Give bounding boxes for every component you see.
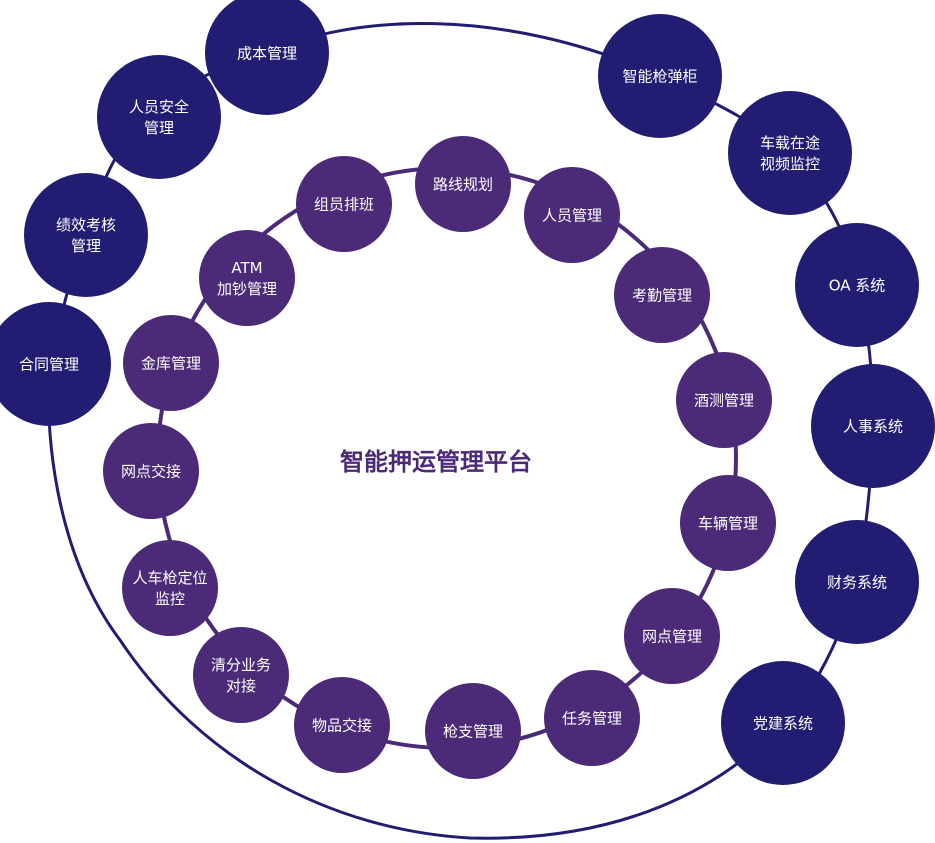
- inner-node-label: 枪支管理: [443, 722, 503, 740]
- inner-node-circle: [676, 352, 772, 448]
- outer-left-node-label: 绩效考核: [56, 216, 116, 234]
- inner-node-circle: [544, 670, 640, 766]
- outer-right-node-label: 财务系统: [827, 573, 887, 591]
- outer-left-node-circle: [97, 55, 221, 179]
- inner-node-label: ATM: [231, 259, 262, 277]
- outer-left-node-label: 合同管理: [19, 355, 79, 373]
- inner-node-label: 车辆管理: [698, 514, 758, 532]
- inner-node-3[interactable]: 酒测管理: [676, 352, 772, 448]
- outer-right-node-label: 人事系统: [843, 417, 903, 435]
- inner-node-14[interactable]: 组员排班: [296, 156, 392, 252]
- outer-left-node-label: 管理: [71, 237, 101, 255]
- outer-right-node-circle: [721, 661, 845, 785]
- inner-node-circle: [103, 423, 199, 519]
- outer-left-node-circle: [24, 173, 148, 297]
- inner-node-label: 路线规划: [433, 175, 493, 193]
- outer-right-node-3[interactable]: 人事系统: [811, 364, 935, 488]
- inner-node-label: 酒测管理: [694, 391, 754, 409]
- inner-node-label: 人车枪定位: [132, 569, 207, 587]
- outer-left-node-0[interactable]: 成本管理: [205, 0, 329, 115]
- outer-left-node-circle: [0, 302, 111, 426]
- outer-left-node-label: 成本管理: [237, 44, 297, 62]
- platform-title: 智能押运管理平台: [340, 448, 532, 476]
- outer-right-node-circle: [795, 223, 919, 347]
- inner-node-circle: [193, 627, 289, 723]
- inner-node-label: 任务管理: [562, 709, 622, 727]
- outer-right-node-label: OA 系统: [829, 276, 886, 294]
- inner-node-label: 组员排班: [314, 195, 374, 213]
- inner-node-circle: [415, 136, 511, 232]
- inner-node-0[interactable]: 路线规划: [415, 136, 511, 232]
- inner-node-11[interactable]: 网点交接: [103, 423, 199, 519]
- inner-node-label: 加钞管理: [217, 280, 277, 298]
- inner-node-circle: [294, 677, 390, 773]
- inner-node-circle: [614, 247, 710, 343]
- inner-node-7[interactable]: 枪支管理: [425, 683, 521, 779]
- inner-node-circle: [199, 230, 295, 326]
- inner-node-circle: [296, 156, 392, 252]
- outer-right-node-circle: [598, 14, 722, 138]
- inner-node-label: 清分业务: [211, 656, 271, 674]
- outer-right-node-circle: [795, 520, 919, 644]
- inner-node-label: 考勤管理: [632, 286, 692, 304]
- inner-node-circle: [123, 315, 219, 411]
- outer-right-node-circle: [811, 364, 935, 488]
- inner-node-circle: [122, 540, 218, 636]
- inner-node-5[interactable]: 网点管理: [624, 588, 720, 684]
- inner-node-6[interactable]: 任务管理: [544, 670, 640, 766]
- inner-node-label: 网点交接: [121, 462, 181, 480]
- inner-node-label: 人员管理: [542, 206, 602, 224]
- outer-right-node-4[interactable]: 财务系统: [795, 520, 919, 644]
- outer-right-node-label: 车载在途: [760, 134, 820, 152]
- inner-node-circle: [624, 588, 720, 684]
- outer-left-node-circle: [205, 0, 329, 115]
- outer-left-node-label: 人员安全: [129, 98, 189, 116]
- inner-node-circle: [524, 167, 620, 263]
- inner-node-label: 对接: [226, 677, 256, 695]
- inner-node-2[interactable]: 考勤管理: [614, 247, 710, 343]
- outer-right-node-circle: [728, 91, 852, 215]
- inner-node-1[interactable]: 人员管理: [524, 167, 620, 263]
- outer-left-node-label: 管理: [144, 119, 174, 137]
- inner-node-circle: [680, 475, 776, 571]
- inner-node-12[interactable]: 金库管理: [123, 315, 219, 411]
- inner-node-circle: [425, 683, 521, 779]
- inner-node-label: 物品交接: [312, 716, 372, 734]
- inner-node-8[interactable]: 物品交接: [294, 677, 390, 773]
- inner-node-label: 金库管理: [141, 354, 201, 372]
- outer-right-node-label: 视频监控: [760, 155, 820, 173]
- inner-node-label: 监控: [155, 590, 185, 608]
- inner-node-label: 网点管理: [642, 627, 702, 645]
- outer-right-node-label: 党建系统: [753, 714, 813, 732]
- outer-right-node-label: 智能枪弹柜: [622, 67, 697, 85]
- outer-right-node-0[interactable]: 智能枪弹柜: [598, 14, 722, 138]
- outer-right-node-2[interactable]: OA 系统: [795, 223, 919, 347]
- inner-node-4[interactable]: 车辆管理: [680, 475, 776, 571]
- outer-left-node-3[interactable]: 合同管理: [0, 302, 111, 426]
- outer-right-node-5[interactable]: 党建系统: [721, 661, 845, 785]
- inner-node-13[interactable]: ATM 加钞管理: [199, 230, 295, 326]
